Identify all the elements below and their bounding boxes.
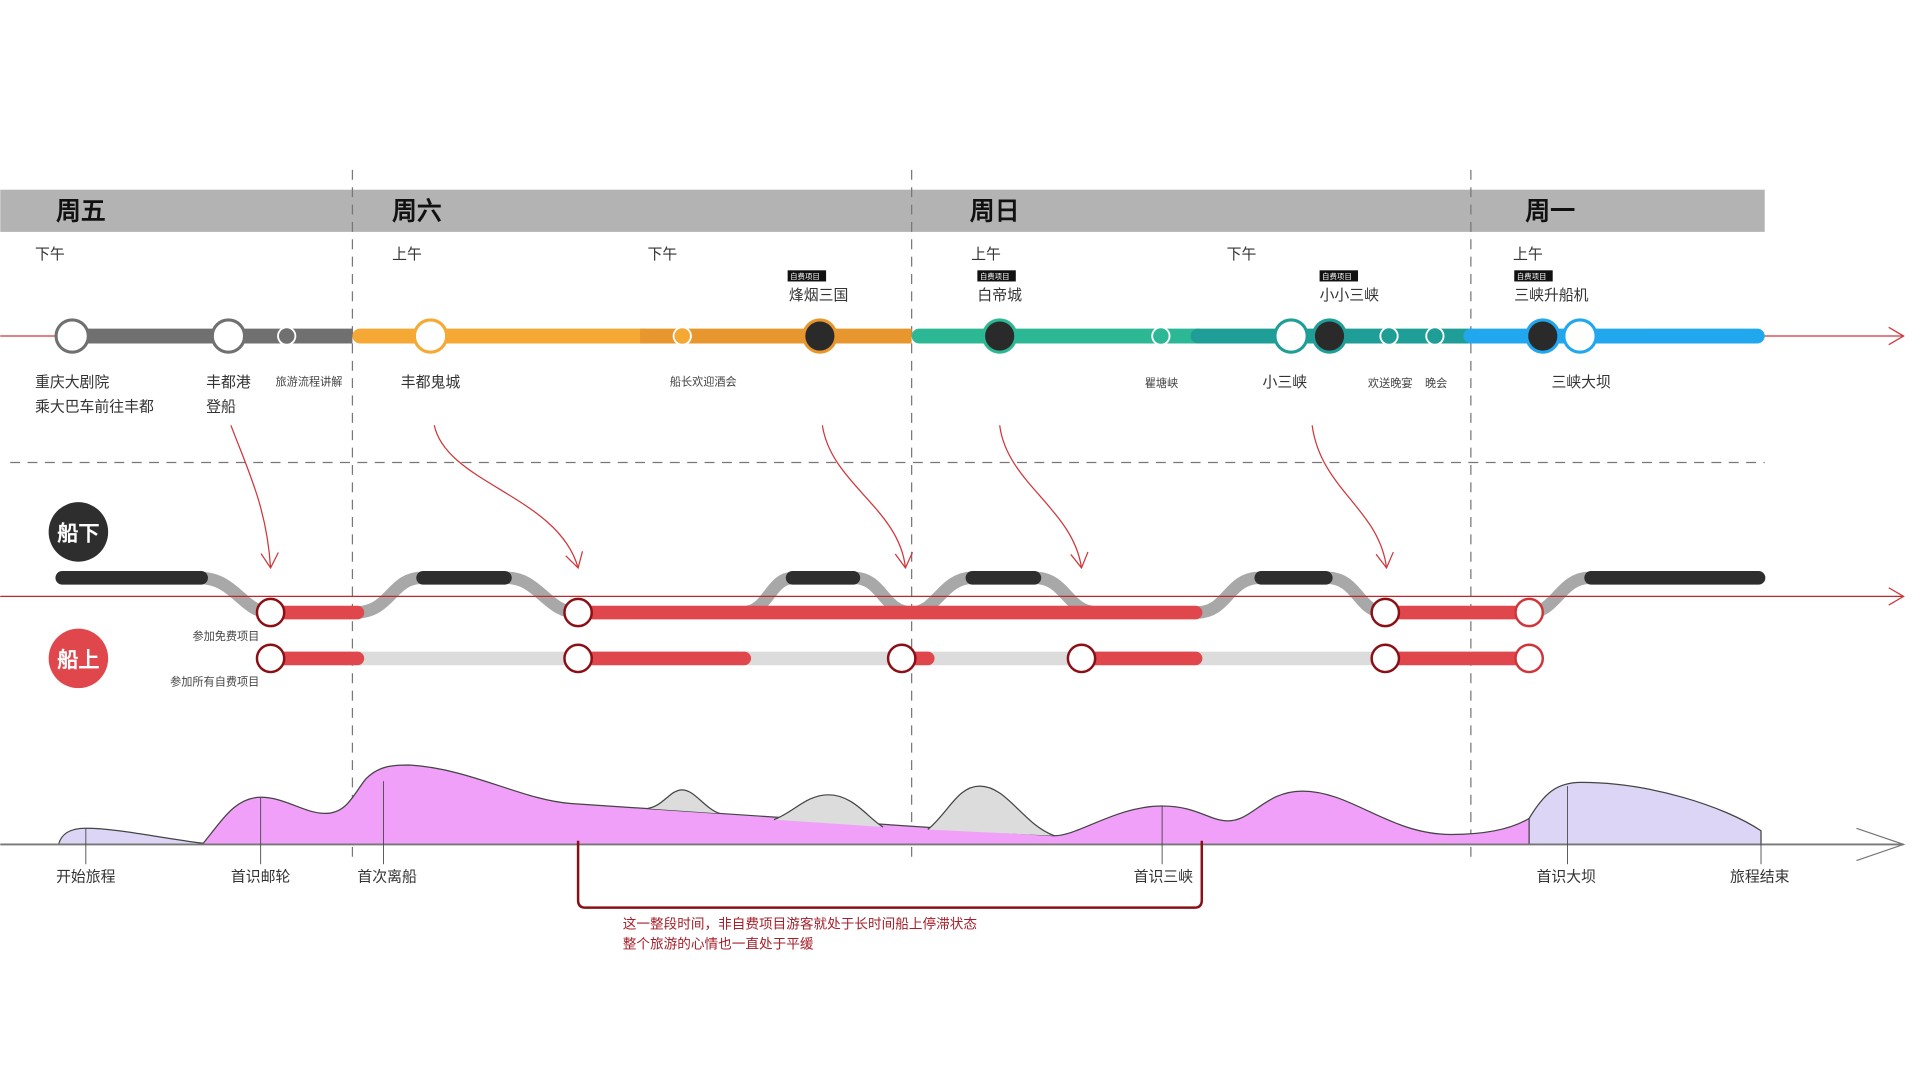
curved-arrow-icon [433, 425, 584, 570]
stop-marker [1425, 326, 1445, 346]
stop-marker [277, 326, 297, 346]
period-label: 上午 [971, 245, 1001, 263]
row-label-paid: 参加所有自费项目 [170, 675, 259, 689]
period-label: 上午 [1513, 245, 1543, 263]
offboard-badge: 船下 [48, 502, 109, 562]
svg-text:自费项目: 自费项目 [980, 271, 1010, 281]
onboard-segments [263, 605, 1536, 666]
note-line: 整个旅游的心情也一直处于平缓 [623, 937, 814, 953]
stop-label: 欢送晚宴 [1368, 376, 1413, 390]
stop-label: 船长欢迎酒会 [670, 375, 737, 389]
paid-badge: 自费项目 [1319, 270, 1359, 282]
link-arrows [230, 425, 1394, 570]
stop-label: 丰都鬼城 [401, 373, 461, 391]
paid-item-label: 烽烟三国 [789, 286, 848, 304]
emotion-label: 首识三峡 [1134, 868, 1194, 886]
paid-item-label: 白帝城 [977, 286, 1022, 304]
stop-label: 丰都港 [206, 373, 251, 391]
stop-label: 登船 [206, 398, 236, 416]
paid-stop-marker [1525, 318, 1561, 354]
emotion-label: 首识大坝 [1537, 868, 1597, 886]
emotion-label: 旅程结束 [1730, 868, 1790, 886]
stop-marker [1273, 318, 1309, 354]
emotion-bump [773, 794, 884, 828]
emotion-ticks [85, 781, 1762, 865]
stop-marker [54, 318, 90, 354]
stop-label: 三峡大坝 [1551, 373, 1611, 391]
timeline-stops [54, 318, 1598, 354]
svg-text:自费项目: 自费项目 [1517, 271, 1547, 281]
paid-badge: 自费项目 [787, 270, 827, 282]
day-dividers [351, 169, 1472, 865]
stop-label: 旅游流程讲解 [276, 375, 343, 389]
stop-marker [1151, 326, 1171, 346]
day-saturday: 周六 [392, 196, 442, 225]
emotion-label: 首次离船 [357, 868, 417, 886]
svg-text:自费项目: 自费项目 [1322, 271, 1352, 281]
svg-text:船下: 船下 [57, 521, 99, 546]
period-label: 下午 [648, 245, 678, 263]
stop-marker [1379, 326, 1399, 346]
paid-stop-marker [1311, 318, 1348, 354]
emotion-area-main [201, 764, 1530, 846]
boarding-markers [255, 597, 1545, 674]
svg-text:自费项目: 自费项目 [790, 271, 820, 281]
day-friday: 周五 [56, 196, 106, 225]
onboard-badge: 船上 [48, 628, 109, 689]
row-label-free: 参加免费项目 [192, 629, 259, 643]
paid-badge: 自费项目 [977, 270, 1016, 282]
curved-arrow-icon [821, 425, 914, 570]
paid-badge: 自费项目 [1514, 270, 1553, 282]
stop-label: 乘大巴车前往丰都 [35, 398, 154, 416]
stop-label: 晚会 [1425, 377, 1447, 390]
day-header-bar [0, 189, 1765, 232]
emotion-area-end [1528, 781, 1762, 846]
stop-marker [672, 326, 692, 346]
period-label: 下午 [35, 245, 65, 263]
svg-text:船上: 船上 [57, 647, 99, 672]
emotion-curve [57, 764, 1762, 846]
curved-arrow-icon [1311, 425, 1394, 570]
paid-stop-marker [802, 318, 838, 354]
curved-arrow-icon [230, 425, 279, 570]
paid-stop-marker [982, 318, 1018, 354]
stop-marker [412, 318, 449, 354]
stagnation-bracket [576, 840, 1204, 909]
note-line: 这一整段时间，非自费项目游客就处于长时间船上停滞状态 [623, 916, 978, 933]
stop-label: 瞿塘峡 [1145, 376, 1178, 390]
period-label: 上午 [392, 245, 422, 263]
stop-marker [210, 318, 247, 354]
emotion-bump [647, 789, 720, 814]
paid-item-label: 三峡升船机 [1514, 286, 1588, 304]
day-sunday: 周日 [970, 196, 1020, 225]
stop-label: 小三峡 [1263, 373, 1308, 391]
curved-arrow-icon [999, 425, 1089, 570]
stop-label: 重庆大剧院 [35, 373, 109, 391]
emotion-area-start [57, 827, 204, 846]
period-label: 下午 [1227, 245, 1257, 263]
emotion-bump [927, 785, 1055, 837]
day-monday: 周一 [1525, 196, 1575, 225]
emotion-axis-arrow-icon [1856, 827, 1906, 862]
emotion-label: 开始旅程 [56, 868, 116, 886]
paid-item-label: 小小三峡 [1320, 286, 1380, 304]
stop-marker [1562, 318, 1598, 354]
emotion-label: 首识邮轮 [231, 868, 291, 886]
